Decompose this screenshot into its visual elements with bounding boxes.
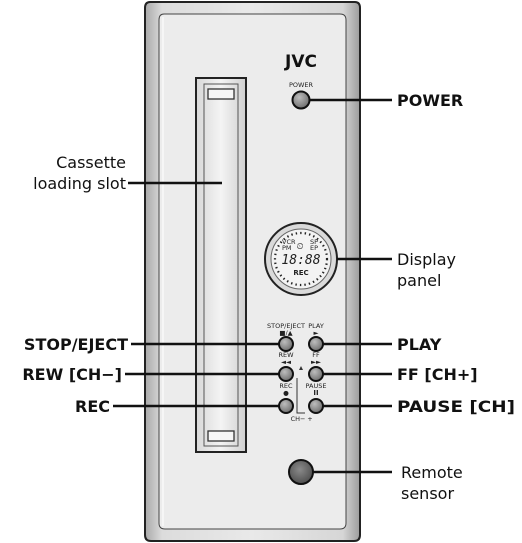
channel-bracket [296,378,305,414]
rec-icon: ● [283,389,289,397]
power-button[interactable] [291,90,311,110]
callout-cassette-line1: Cassette [56,153,126,172]
callout-remote-line2: sensor [401,484,454,503]
callout-remote-line1: Remote [401,463,463,482]
leader-lines [113,98,392,474]
callout-pause: PAUSE [CH] [397,397,515,416]
remote-sensor [288,459,314,485]
rec-button[interactable] [278,398,294,414]
ff-icon: ►► [311,358,321,366]
callout-power: POWER [397,91,463,110]
callouts: POWER Cassette loading slot Display pane… [22,91,515,503]
callout-rec: REC [75,397,110,416]
rec-small-label: REC [279,382,293,390]
stop-eject-button[interactable] [278,336,294,352]
display-sp: SP [310,238,318,246]
display-dot-ring [273,231,329,287]
ch-plus-small-label: + [307,415,312,423]
callout-play: PLAY [397,335,442,354]
pause-small-label: PAUSE [306,382,327,390]
callout-stop-eject: STOP/EJECT [24,335,128,354]
play-icon: ► [314,329,319,337]
display-ep: EP [310,244,318,252]
stop-eject-small-label: STOP/EJECT [267,322,305,330]
display-rec: REC [293,269,308,277]
rew-icon: ◄◄ [281,358,291,366]
jvc-logo: JVC [284,52,317,72]
callout-cassette-line2: loading slot [33,174,126,193]
channel-arrow-icon [299,366,303,370]
pause-button[interactable] [308,398,324,414]
ff-small-label: FF [312,351,320,359]
stop-eject-icon: ■/▲ [279,329,292,337]
clock-icon: ⏲ [296,241,303,251]
ff-button[interactable] [308,366,324,382]
pause-icon: II [313,389,318,397]
rew-small-label: REW [278,351,294,359]
control-buttons: STOP/EJECT ■/▲ PLAY ► REW ◄◄ FF ►► REC ●… [267,322,326,423]
callout-ff: FF [CH+] [397,365,478,384]
play-small-label: PLAY [308,322,324,330]
callout-rew: REW [CH−] [22,365,122,384]
display-time: 18:88 [281,253,320,268]
power-small-label: POWER [289,81,314,89]
cassette-slot [195,77,247,453]
play-button[interactable] [308,336,324,352]
callout-display-line1: Display [397,250,456,269]
display-pm: PM [282,244,292,252]
ch-minus-small-label: CH− [291,415,306,423]
callout-display-line2: panel [397,271,441,290]
display-vcr: VCR [282,238,296,246]
rew-button[interactable] [278,366,294,382]
display-panel: VCR PM ⏲ SP EP 18:88 REC [264,222,338,296]
